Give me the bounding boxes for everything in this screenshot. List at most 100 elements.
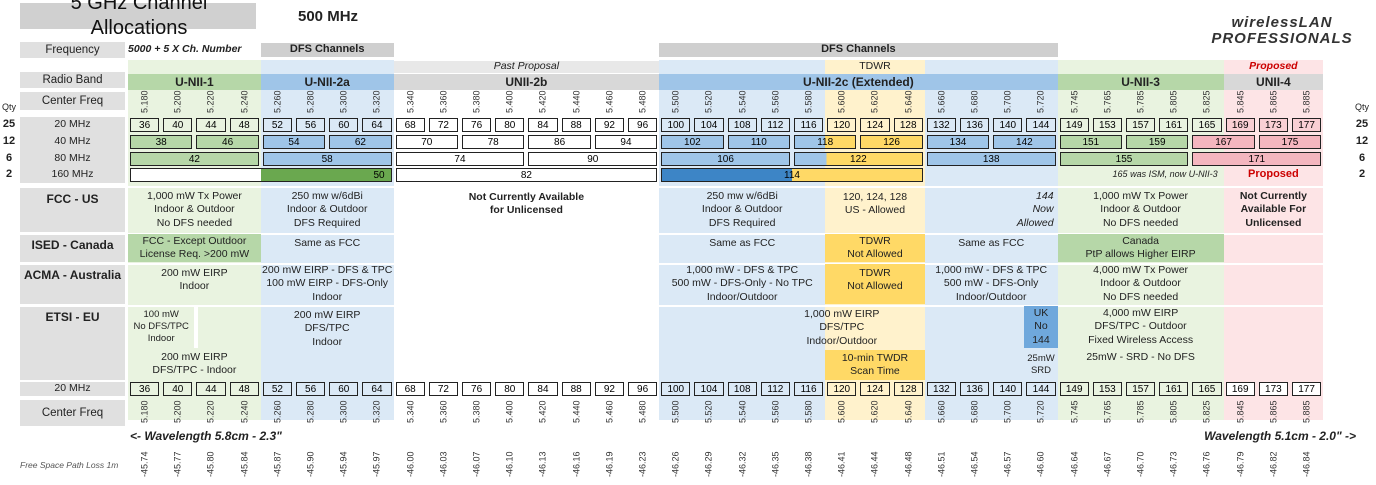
fspl-value: -46.57: [1002, 451, 1013, 477]
channel-40mhz: 102: [661, 135, 724, 149]
qty-left: 12: [2, 135, 16, 148]
channel-20mhz-bottom: 60: [329, 382, 359, 396]
channel-20mhz: 124: [860, 118, 890, 132]
channel-20mhz: 165: [1192, 118, 1222, 132]
channel-20mhz-bottom: 136: [960, 382, 990, 396]
center-freq-bottom: 5.640: [903, 400, 914, 424]
fspl-value: -45.80: [205, 451, 216, 477]
channel-40mhz: 142: [993, 135, 1056, 149]
dfs-header: DFS Channels: [260, 43, 394, 57]
center-freq: 5.620: [869, 90, 880, 114]
center-freq-bottom: 5.240: [239, 400, 250, 424]
channel-20mhz: 161: [1159, 118, 1189, 132]
regulator-label: ACMA - Australia: [20, 264, 125, 304]
radio-band: UNII-4: [1223, 74, 1324, 90]
row-label: Radio Band: [20, 72, 125, 88]
qty-left: 25: [2, 118, 16, 131]
acma-unii1: 200 mW EIRP Indoor: [161, 267, 228, 293]
fcc-unii2b: Not Currently Available for Unlicensed: [468, 191, 585, 217]
channel-20mhz: 64: [362, 118, 392, 132]
center-freq: 5.580: [803, 90, 814, 114]
center-freq: 5.400: [504, 90, 515, 114]
center-freq-bottom: 5.400: [504, 400, 515, 424]
channel-20mhz-bottom: 149: [1059, 382, 1089, 396]
center-freq-bottom: 5.765: [1102, 400, 1113, 424]
channel-20mhz: 92: [594, 118, 624, 132]
ised-unii2c-b: Same as FCC: [958, 237, 1025, 249]
channel-20mhz-bottom: 120: [827, 382, 857, 396]
wavelength-left: <- Wavelength 5.8cm - 2.3": [130, 428, 282, 443]
radio-band: U-NII-2a: [260, 74, 394, 90]
center-freq-bottom: 5.440: [571, 400, 582, 424]
center-freq-bottom: 5.745: [1069, 400, 1080, 424]
bandwidth-total: 500 MHz: [298, 7, 359, 25]
radio-band: U-NII-2c (Extended): [659, 74, 1058, 90]
center-freq-bottom: 5.380: [471, 400, 482, 424]
center-freq: 5.865: [1268, 90, 1279, 114]
channel-40mhz: 38: [130, 135, 193, 149]
fspl-value: -46.48: [903, 451, 914, 477]
fspl-value: -46.44: [869, 451, 880, 477]
channel-160mhz: 50: [130, 168, 392, 182]
width-label-bottom: 20 MHz: [20, 382, 125, 396]
center-freq-bottom: 5.825: [1201, 400, 1212, 424]
fspl-value: -46.16: [571, 451, 582, 477]
channel-20mhz-bottom: 104: [694, 382, 724, 396]
channel-20mhz: 108: [727, 118, 757, 132]
row-label: Center Freq: [20, 92, 125, 110]
channel-20mhz-bottom: 92: [594, 382, 624, 396]
center-freq: 5.560: [770, 90, 781, 114]
channel-20mhz: 80: [495, 118, 525, 132]
center-freq: 5.360: [438, 90, 449, 114]
fcc-unii3: 1,000 mW Tx Power Indoor & Outdoor No DF…: [1093, 190, 1189, 229]
fspl-value: -45.74: [139, 451, 150, 477]
channel-width-label-bg: [20, 117, 125, 183]
center-freq-bottom: 5.845: [1235, 400, 1246, 424]
regulator-label: ISED - Canada: [20, 234, 125, 262]
center-freq: 5.200: [172, 90, 183, 114]
channel-20mhz: 140: [993, 118, 1023, 132]
channel-40mhz: 118: [794, 135, 857, 149]
etsi-unii2c: 1,000 mW EIRP DFS/TPC Indoor/Outdoor: [804, 308, 880, 347]
channel-20mhz: 44: [196, 118, 226, 132]
channel-20mhz-bottom: 48: [229, 382, 259, 396]
channel-20mhz: 128: [893, 118, 923, 132]
center-freq: 5.640: [903, 90, 914, 114]
channel-20mhz: 36: [130, 118, 160, 132]
etsi-unii3: 4,000 mW EIRP DFS/TPC - Outdoor Fixed Wi…: [1088, 307, 1194, 346]
row-separator: [20, 263, 1350, 265]
ised-unii3: Canada PtP allows Higher EIRP: [1057, 234, 1224, 262]
channel-40mhz: 86: [528, 135, 591, 149]
channel-20mhz-bottom: 112: [760, 382, 790, 396]
center-freq-bottom: 5.340: [405, 400, 416, 424]
center-freq-bottom: 5.480: [637, 400, 648, 424]
fspl-value: -46.19: [604, 451, 615, 477]
center-freq: 5.745: [1069, 90, 1080, 114]
dfs-header: DFS Channels: [659, 43, 1058, 57]
center-freq: 5.380: [471, 90, 482, 114]
center-freq-bottom: 5.320: [371, 400, 382, 424]
center-freq: 5.540: [737, 90, 748, 114]
channel-80mhz: 122: [794, 152, 923, 166]
width-label: 40 MHz: [54, 135, 91, 148]
channel-20mhz-bottom: 108: [727, 382, 757, 396]
fspl-value: -46.38: [803, 451, 814, 477]
fcc-unii2a: 250 mw w/6dBi Indoor & Outdoor DFS Requi…: [286, 190, 368, 229]
channel-40mhz: 94: [594, 135, 658, 149]
ised-unii2a: Same as FCC: [294, 237, 361, 249]
center-freq-bottom: 5.805: [1168, 400, 1179, 424]
channel-40mhz: 78: [462, 135, 525, 149]
center-freq: 5.720: [1035, 90, 1046, 114]
channel-20mhz-bottom: 44: [196, 382, 226, 396]
center-freq-bottom: 5.720: [1035, 400, 1046, 424]
center-freq: 5.600: [836, 90, 847, 114]
radio-band: U-NII-1: [128, 74, 261, 90]
fcc-ch144: 144 Now Allowed: [1016, 190, 1054, 229]
center-freq: 5.220: [205, 90, 216, 114]
channel-20mhz: 116: [794, 118, 824, 132]
row-separator: [20, 186, 1350, 188]
fcc-unii2c-tdwr: 120, 124, 128 US - Allowed: [842, 191, 908, 217]
center-freq-bottom: 5.620: [869, 400, 880, 424]
channel-80mhz: 58: [262, 152, 392, 166]
qty-left: 2: [5, 168, 13, 181]
